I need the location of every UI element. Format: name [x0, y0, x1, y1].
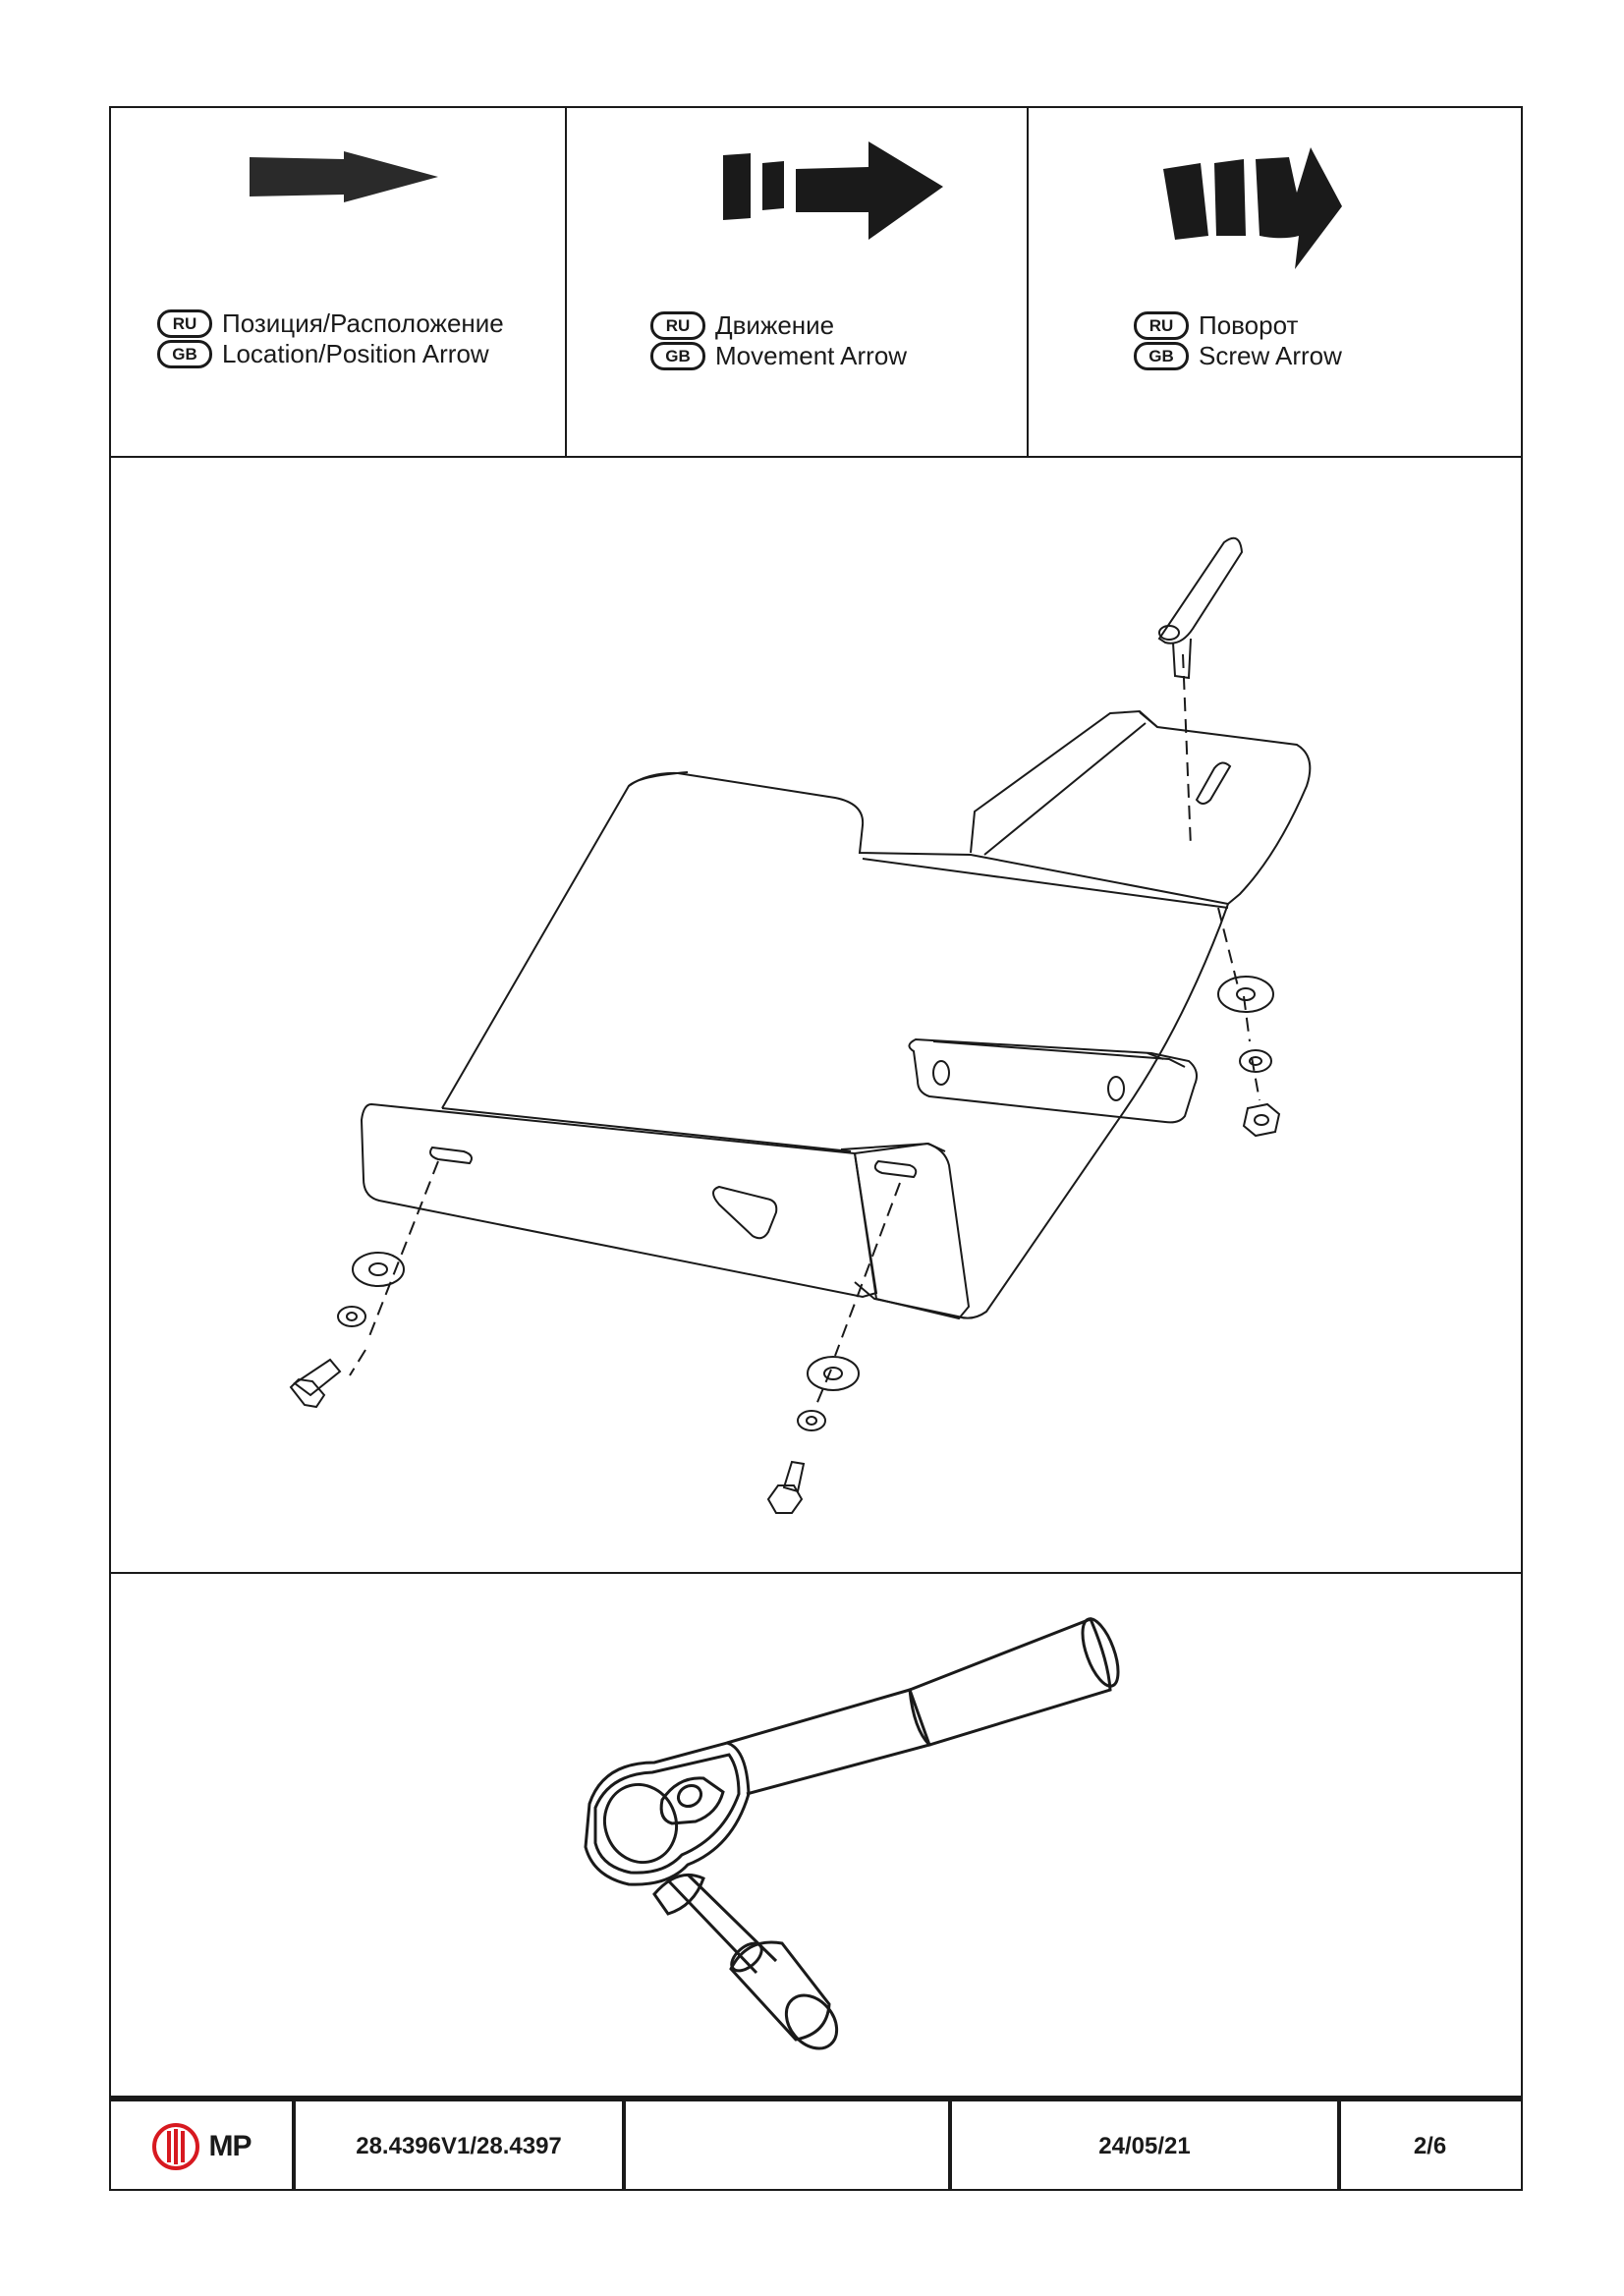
- ratchet-head: [584, 1741, 751, 1886]
- page-number: 2/6: [1413, 2132, 1447, 2159]
- ratchet-wrench-drawing: [584, 1617, 1120, 2050]
- legend-gb-text: Location/Position Arrow: [222, 339, 489, 368]
- spring-washer-right: [1239, 1049, 1272, 1073]
- title-block: MP 28.4396V1/28.4397 24/05/21 2/6: [109, 2096, 1523, 2191]
- bracket: [908, 1037, 1198, 1124]
- legend-divider: [109, 456, 1523, 458]
- assembly-divider: [109, 1572, 1523, 1574]
- gb-badge: GB: [1134, 341, 1189, 370]
- logo-text: MP: [208, 2129, 252, 2162]
- ru-badge: RU: [1134, 310, 1189, 340]
- legend-movement: RU Движение GB Movement Arrow: [650, 310, 907, 371]
- legend-ru-text: Движение: [715, 310, 835, 340]
- washer-large-right: [1217, 976, 1274, 1013]
- ru-badge: RU: [650, 310, 705, 340]
- left-flange: [360, 1102, 878, 1299]
- page-frame: [109, 106, 1523, 2191]
- legend-gb-text: Screw Arrow: [1199, 341, 1342, 370]
- gb-badge: GB: [650, 341, 705, 370]
- legend-col-divider-2: [1027, 106, 1029, 457]
- triangle-cutout: [712, 1185, 778, 1240]
- skid-plate-assembly-drawing: [289, 536, 1312, 1514]
- front-flange: [853, 1142, 971, 1320]
- date: 24/05/21: [952, 2101, 1341, 2191]
- legend-col-divider-1: [565, 106, 567, 457]
- legend-ru-text: Поворот: [1199, 310, 1299, 340]
- blank-cell: [626, 2101, 952, 2191]
- washer-large-left: [352, 1252, 405, 1287]
- left-slot: [429, 1146, 473, 1165]
- front-slot: [873, 1159, 918, 1179]
- bolt-middle: [782, 1460, 806, 1493]
- part-number: 28.4396V1/28.4397: [296, 2101, 626, 2191]
- mp-logo-icon: [151, 2122, 199, 2170]
- movement-arrow-icon: [723, 141, 943, 240]
- washer-large-middle: [807, 1356, 860, 1391]
- nut-right: [1242, 1102, 1281, 1138]
- ru-badge: RU: [157, 308, 212, 338]
- screw-arrow-icon: [1163, 147, 1342, 269]
- location-arrow-icon: [250, 151, 438, 202]
- legend-ru-text: Позиция/Расположение: [222, 308, 504, 338]
- legend-location: RU Позиция/Расположение GB Location/Positi…: [157, 308, 504, 369]
- bolt-left: [293, 1358, 342, 1397]
- rear-flange: [970, 709, 1312, 905]
- spring-washer-left: [337, 1306, 366, 1327]
- legend-gb-text: Movement Arrow: [715, 341, 908, 370]
- rear-slot: [1195, 761, 1232, 805]
- gb-badge: GB: [157, 339, 212, 368]
- logo-cell: MP: [109, 2101, 296, 2191]
- legend-screw: RU Поворот GB Screw Arrow: [1134, 310, 1342, 371]
- spring-washer-middle: [797, 1410, 826, 1431]
